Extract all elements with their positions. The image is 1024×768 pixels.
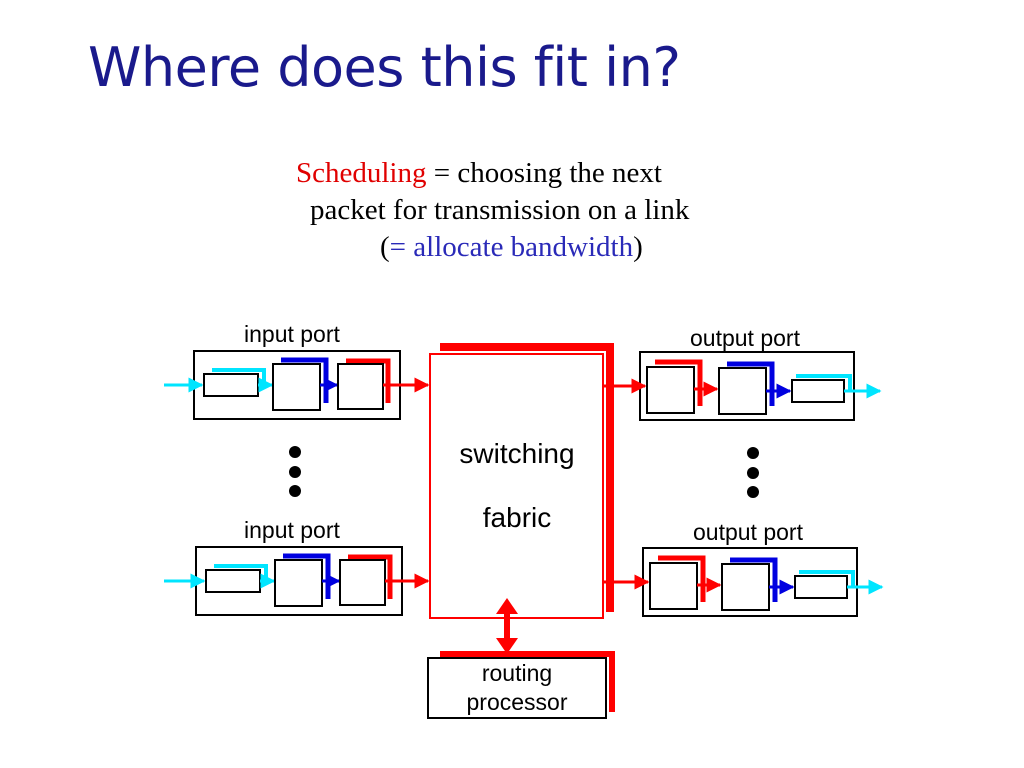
definition-line-1: Scheduling = choosing the next bbox=[296, 155, 766, 192]
link-layer-block bbox=[274, 559, 323, 607]
link-layer-block bbox=[272, 363, 321, 411]
definition-line-3: (= allocate bandwidth) bbox=[296, 229, 766, 266]
fabric-box bbox=[429, 353, 604, 619]
red-accent bbox=[655, 359, 703, 406]
paren-close: ) bbox=[633, 231, 643, 263]
output-port-bottom: output port bbox=[603, 519, 884, 617]
red-accent bbox=[348, 554, 393, 599]
switching-fabric: switching fabric bbox=[429, 343, 614, 619]
routing-box bbox=[427, 657, 607, 719]
lookup-queue-block bbox=[337, 363, 384, 410]
input-ellipsis-dots bbox=[289, 446, 301, 497]
input-port-top-label: input port bbox=[244, 321, 341, 347]
routing-label-line-1: routing bbox=[482, 660, 552, 686]
definition-line-2: packet for transmission on a link bbox=[310, 194, 690, 226]
fabric-label-line-2: fabric bbox=[483, 502, 551, 533]
definition-line-1-rest: = choosing the next bbox=[426, 157, 662, 189]
line-termination-block bbox=[791, 379, 845, 403]
line-termination-block bbox=[205, 569, 261, 593]
term-scheduling: Scheduling bbox=[296, 157, 427, 189]
routing-shadow bbox=[440, 651, 615, 712]
routing-label-line-2: processor bbox=[467, 689, 568, 715]
output-port-bottom-label: output port bbox=[693, 519, 804, 545]
line-termination-block bbox=[203, 373, 259, 397]
red-accent bbox=[658, 555, 706, 602]
output-port-top: output port bbox=[603, 325, 882, 421]
input-port-bottom-label: input port bbox=[244, 517, 341, 543]
queue-block bbox=[646, 366, 695, 414]
link-layer-block bbox=[718, 367, 767, 415]
output-ellipsis-dots bbox=[747, 447, 759, 498]
scheduling-definition: Scheduling = choosing the next packet fo… bbox=[296, 155, 766, 266]
output-port-top-label: output port bbox=[690, 325, 801, 351]
input-port-bottom: input port bbox=[164, 517, 430, 616]
red-accent bbox=[346, 358, 391, 403]
routing-processor: routing processor bbox=[427, 651, 615, 719]
allocate-bandwidth-text: = allocate bandwidth bbox=[389, 231, 634, 263]
link-layer-block bbox=[721, 563, 770, 611]
queue-block bbox=[649, 562, 698, 610]
line-termination-block bbox=[794, 575, 848, 599]
cyan-accent bbox=[799, 570, 855, 588]
slide-title: Where does this fit in? bbox=[88, 36, 681, 99]
input-port-top: input port bbox=[164, 321, 430, 420]
fabric-label-line-1: switching bbox=[459, 438, 574, 469]
cyan-accent bbox=[796, 374, 852, 392]
fabric-routing-double-arrow bbox=[496, 598, 518, 654]
lookup-queue-block bbox=[339, 559, 386, 606]
paren-open: ( bbox=[380, 231, 390, 263]
fabric-shadow bbox=[440, 343, 614, 612]
